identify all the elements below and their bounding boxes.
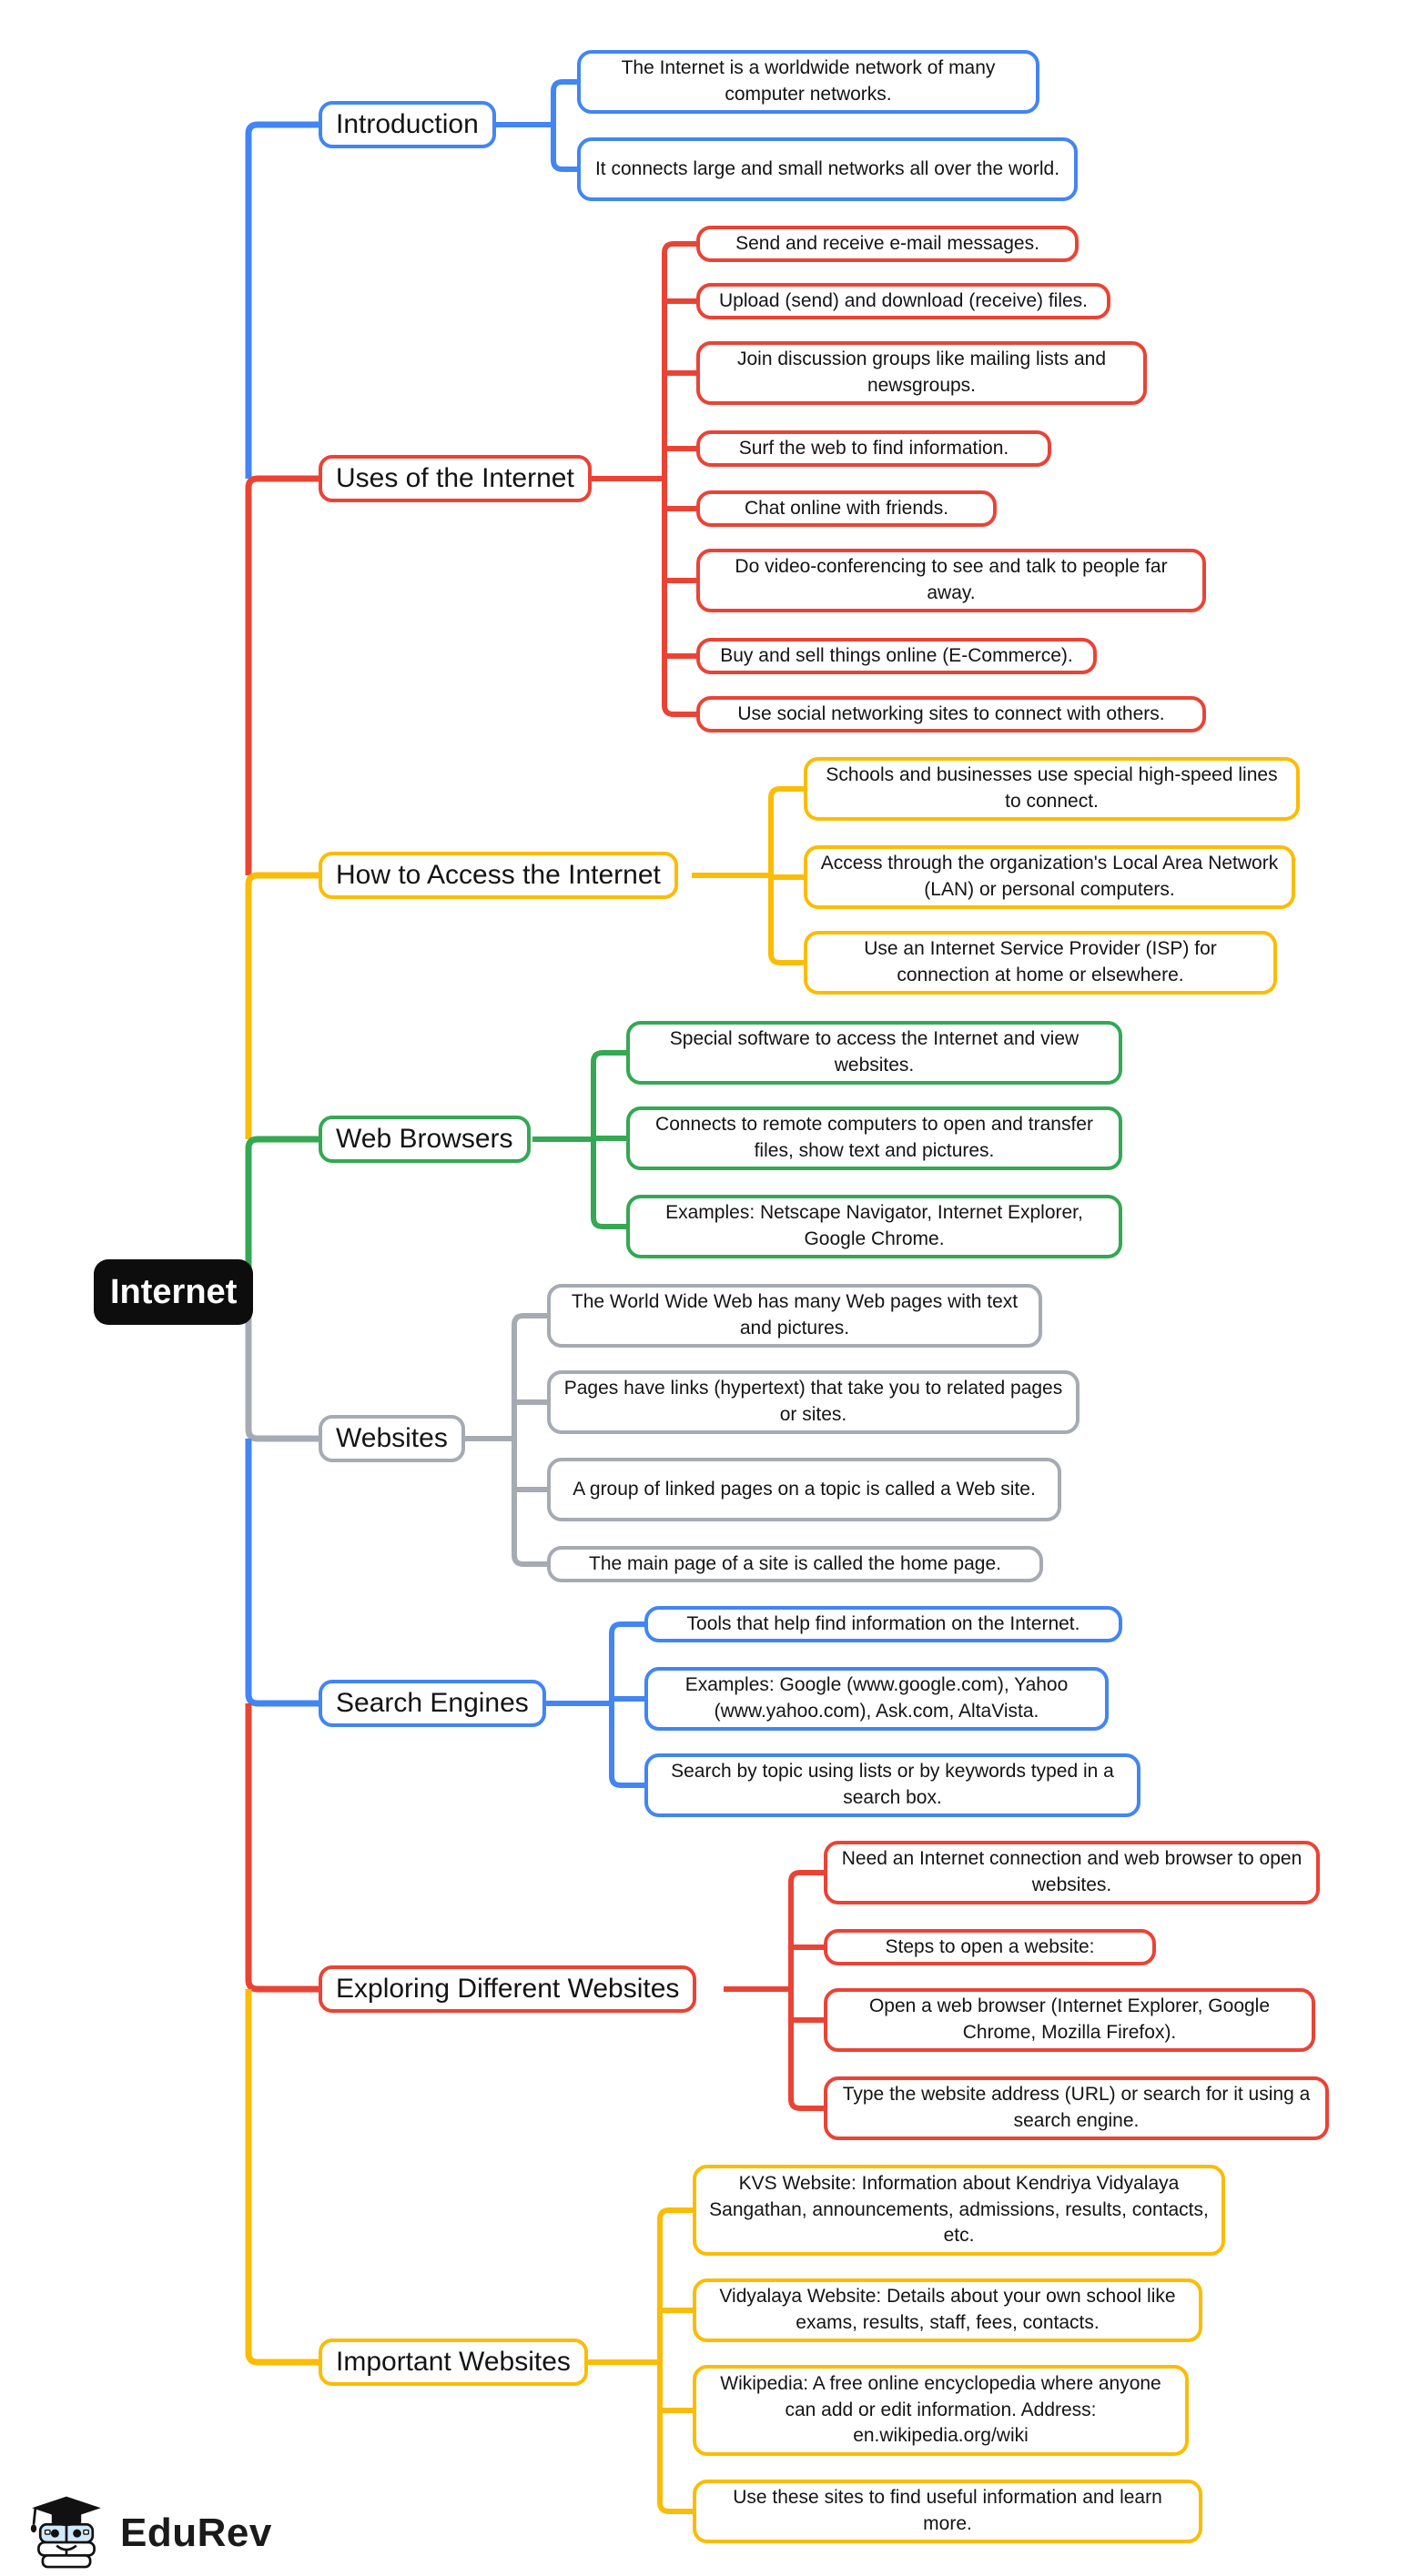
connector-introduction-rail bbox=[551, 79, 596, 172]
leaf-node-websites-2: Pages have links (hypertext) that take y… bbox=[547, 1370, 1080, 1434]
leaf-node-introduction-2: It connects large and small networks all… bbox=[577, 137, 1078, 201]
branch-node-introduction: Introduction bbox=[319, 101, 496, 148]
leaf-node-exploring-2: Steps to open a website: bbox=[824, 1929, 1156, 1965]
leaf-node-search-3: Search by topic using lists or by keywor… bbox=[644, 1753, 1140, 1817]
leaf-node-uses-3: Join discussion groups like mailing list… bbox=[696, 341, 1147, 405]
leaf-node-exploring-3: Open a web browser (Internet Explorer, G… bbox=[824, 1988, 1315, 2052]
leaf-node-uses-8: Use social networking sites to connect w… bbox=[696, 696, 1206, 732]
leaf-node-important-2: Vidyalaya Website: Details about your ow… bbox=[693, 2278, 1202, 2342]
leaf-node-search-2: Examples: Google (www.google.com), Yahoo… bbox=[644, 1667, 1109, 1731]
leaf-node-uses-2: Upload (send) and download (receive) fil… bbox=[696, 283, 1110, 319]
connector-uses-rail bbox=[662, 241, 715, 717]
root-node-internet: Internet bbox=[94, 1259, 254, 1325]
leaf-node-important-4: Use these sites to find useful informati… bbox=[693, 2480, 1202, 2543]
branch-node-access: How to Access the Internet bbox=[319, 852, 678, 899]
connector-trunk-uses bbox=[245, 475, 346, 875]
edurev-wordmark: EduRev bbox=[120, 2510, 272, 2555]
leaf-node-browsers-3: Examples: Netscape Navigator, Internet E… bbox=[626, 1195, 1122, 1258]
leaf-node-websites-1: The World Wide Web has many Web pages wi… bbox=[547, 1284, 1042, 1348]
leaf-node-uses-7: Buy and sell things online (E-Commerce). bbox=[696, 638, 1097, 674]
connector-trunk-access bbox=[245, 872, 346, 1139]
leaf-node-exploring-4: Type the website address (URL) or search… bbox=[824, 2076, 1329, 2140]
branch-node-important: Important Websites bbox=[319, 2339, 588, 2386]
connector-search-rail bbox=[609, 1621, 664, 1788]
branch-node-search: Search Engines bbox=[319, 1680, 546, 1727]
leaf-node-exploring-1: Need an Internet connection and web brow… bbox=[824, 1841, 1320, 1904]
connector-trunk-websites bbox=[228, 1293, 346, 1442]
branch-node-uses: Uses of the Internet bbox=[319, 455, 592, 502]
connector-exploring-rail bbox=[788, 1870, 845, 2111]
branch-node-browsers: Web Browsers bbox=[319, 1116, 531, 1163]
connector-trunk-exploring bbox=[245, 1703, 346, 1993]
leaf-node-access-1: Schools and businesses use special high-… bbox=[804, 757, 1300, 821]
leaf-node-search-1: Tools that help find information on the … bbox=[644, 1606, 1122, 1642]
leaf-node-uses-6: Do video-conferencing to see and talk to… bbox=[696, 549, 1206, 612]
connector-important-rail bbox=[657, 2207, 715, 2514]
connector-trunk-introduction bbox=[245, 121, 346, 479]
edurev-mascot-icon bbox=[25, 2491, 107, 2574]
leaf-node-uses-1: Send and receive e-mail messages. bbox=[696, 226, 1079, 262]
leaf-node-uses-4: Surf the web to find information. bbox=[696, 430, 1051, 467]
leaf-node-access-2: Access through the organization's Local … bbox=[804, 845, 1295, 909]
leaf-node-websites-4: The main page of a site is called the ho… bbox=[547, 1546, 1043, 1582]
connector-trunk-search bbox=[245, 1439, 346, 1707]
edurev-logo: EduRev bbox=[25, 2491, 272, 2574]
leaf-node-introduction-1: The Internet is a worldwide network of m… bbox=[577, 50, 1039, 114]
leaf-node-important-1: KVS Website: Information about Kendriya … bbox=[693, 2165, 1225, 2256]
leaf-node-important-3: Wikipedia: A free online encyclopedia wh… bbox=[693, 2365, 1189, 2456]
connector-trunk-important bbox=[245, 1989, 346, 2366]
leaf-node-websites-3: A group of linked pages on a topic is ca… bbox=[547, 1458, 1061, 1521]
leaf-node-access-3: Use an Internet Service Provider (ISP) f… bbox=[804, 931, 1277, 995]
branch-node-websites: Websites bbox=[319, 1415, 465, 1462]
connector-trunk-browsers bbox=[245, 1136, 346, 1297]
leaf-node-browsers-1: Special software to access the Internet … bbox=[626, 1021, 1122, 1085]
leaf-node-uses-5: Chat online with friends. bbox=[696, 490, 997, 527]
connector-websites-rail bbox=[512, 1313, 569, 1567]
leaf-node-browsers-2: Connects to remote computers to open and… bbox=[626, 1106, 1122, 1170]
branch-node-exploring: Exploring Different Websites bbox=[319, 1965, 697, 2013]
